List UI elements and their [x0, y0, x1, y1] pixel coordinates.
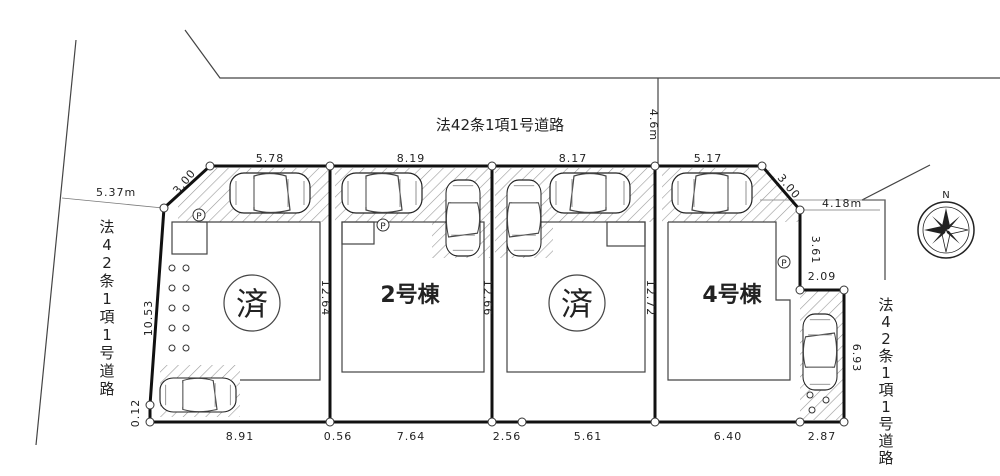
top-dim: 5.17 [694, 152, 723, 165]
road-label-char: 1 [102, 326, 112, 344]
top-road-width: 4.6m [647, 109, 660, 141]
side-dim: 3.61 [809, 236, 822, 265]
bottom-dim: 2.87 [808, 430, 837, 443]
road-label-char: 号 [878, 415, 893, 433]
bottom-dim: 6.40 [714, 430, 743, 443]
road-label-char: 道 [878, 432, 893, 450]
bottom-dim: 2.56 [493, 430, 522, 443]
car-icon [229, 172, 311, 214]
road-label-char: 4 [881, 313, 891, 331]
road-label-char: 条 [878, 347, 893, 365]
side-dim: 10.53 [142, 300, 155, 337]
road-label-char: 条 [99, 272, 114, 290]
top-dim: 8.17 [559, 152, 588, 165]
road-label-char: 項 [878, 381, 893, 399]
bottom-dim: 8.91 [226, 430, 255, 443]
right-road-label: 法42条1項1号道路 [878, 296, 893, 467]
road-label-char: 項 [99, 308, 114, 326]
road-edges [35, 29, 1000, 446]
road-label-char: 法 [99, 218, 114, 236]
corner-nodes [145, 161, 849, 427]
side-dim: 12.64 [319, 280, 332, 317]
road-label-char: 2 [102, 254, 112, 272]
left-road-width: 5.37m [96, 186, 136, 199]
road-label-char: 1 [881, 398, 891, 416]
bottom-dim: 0.56 [324, 430, 353, 443]
side-dim: 12.66 [481, 280, 494, 317]
parking-icon: P [777, 255, 791, 269]
road-label-char: 道 [99, 362, 114, 380]
bottom-dim: 5.61 [574, 430, 603, 443]
road-label-char: 2 [881, 330, 891, 348]
svg-text:P: P [781, 259, 787, 269]
car-icon [341, 172, 423, 214]
sold-mark: 済 [561, 285, 593, 323]
road-label-char: 号 [99, 344, 114, 362]
road-label-char: 1 [881, 364, 891, 382]
svg-text:P: P [196, 212, 202, 222]
top-road-label: 法42条1項1号道路 [436, 116, 564, 134]
side-dim: 2.09 [808, 270, 837, 283]
compass-icon: N [917, 190, 975, 259]
compass-north: N [942, 190, 949, 201]
road-label-char: 4 [102, 236, 112, 254]
top-dim: 5.78 [256, 152, 285, 165]
right-road-width: 4.18m [822, 197, 862, 210]
lot-3-sold: 済 [548, 274, 606, 332]
bottom-dim: 7.64 [397, 430, 426, 443]
road-label-char: 法 [878, 296, 893, 314]
car-icon [445, 179, 481, 257]
lot-1-sold: 済 [223, 274, 281, 332]
road-label-char: 路 [878, 449, 893, 467]
car-icon [506, 179, 542, 257]
left-road-width-line [61, 197, 164, 209]
left-road-label: 法42条1項1号道路 [99, 218, 114, 398]
side-dim: 6.93 [850, 344, 863, 373]
site-boundary [148, 164, 846, 424]
road-label-char: 路 [99, 380, 114, 398]
lot-2-label: 2号棟 [380, 282, 440, 308]
lot-4-label: 4号棟 [702, 282, 762, 308]
left-pavers [168, 264, 830, 414]
building-footprints [171, 221, 791, 381]
parking-icon: P [376, 218, 390, 232]
top-dim: 8.19 [397, 152, 426, 165]
car-icon [671, 172, 753, 214]
car-icon [549, 172, 631, 214]
lot-dividers [328, 168, 657, 420]
side-dim: 0.12 [129, 399, 142, 428]
road-label-char: 1 [102, 290, 112, 308]
svg-text:P: P [380, 222, 386, 232]
parking-icon: P [192, 208, 206, 222]
side-dim: 12.72 [644, 280, 657, 317]
car-icon [159, 377, 237, 413]
car-icon [802, 313, 838, 391]
sold-mark: 済 [236, 285, 268, 323]
